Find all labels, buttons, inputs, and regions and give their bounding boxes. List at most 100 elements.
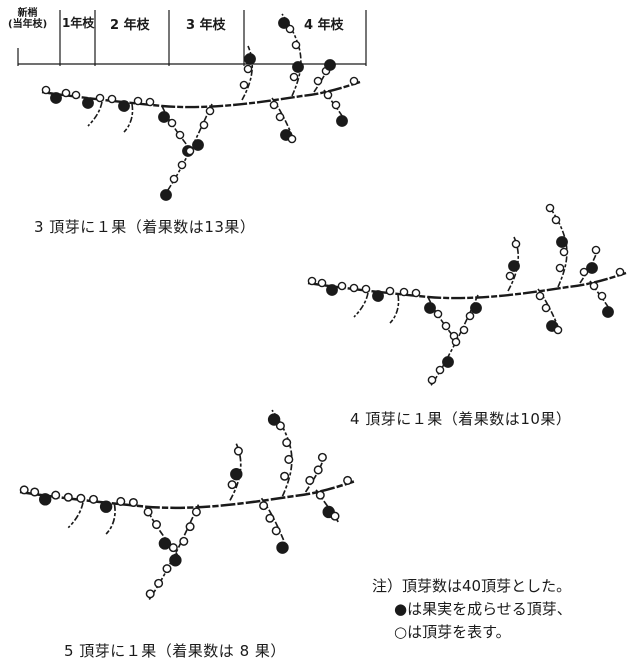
note-line-1: 注）頂芽数は40頂芽とした。 bbox=[372, 577, 572, 595]
lateral-branch bbox=[123, 103, 134, 133]
terminal-bud-mark bbox=[179, 536, 189, 546]
terminal-bud-mark bbox=[51, 490, 61, 500]
terminal-bud-mark bbox=[162, 564, 172, 574]
terminal-bud-mark bbox=[280, 471, 290, 481]
terminal-bud-mark bbox=[385, 286, 395, 296]
terminal-bud-mark bbox=[597, 291, 607, 301]
terminal-bud-mark bbox=[76, 493, 86, 503]
year3-label: 3 年枝 bbox=[186, 18, 226, 33]
terminal-bud-mark bbox=[116, 496, 126, 506]
lateral-branch bbox=[147, 504, 200, 602]
terminal-bud-mark bbox=[545, 203, 555, 213]
terminal-bud-mark bbox=[591, 245, 601, 255]
fruit-bud-mark bbox=[99, 500, 113, 513]
age-scale-ticks bbox=[17, 10, 367, 66]
terminal-bud-mark bbox=[361, 284, 371, 294]
fruit-bud-mark bbox=[192, 139, 204, 151]
terminal-bud-mark bbox=[343, 475, 353, 485]
fruit-bud-mark bbox=[267, 413, 281, 426]
terminal-bud-mark bbox=[555, 263, 565, 273]
terminal-bud-mark bbox=[41, 85, 51, 95]
terminal-bud-mark bbox=[459, 325, 469, 335]
terminal-bud-mark bbox=[317, 278, 327, 288]
lateral-branch bbox=[429, 294, 479, 388]
terminal-bud-mark bbox=[559, 247, 569, 257]
terminal-bud-mark bbox=[259, 501, 269, 511]
terminal-bud-mark bbox=[88, 494, 99, 504]
terminal-bud-mark bbox=[205, 106, 215, 116]
lateral-branch bbox=[353, 292, 369, 318]
fruit-bud-mark bbox=[230, 467, 243, 481]
terminal-bud-mark bbox=[511, 239, 521, 249]
fruit-bud-mark bbox=[556, 236, 568, 248]
note-line-3: ○は頂芽を表す。 bbox=[394, 623, 511, 641]
branch-age-scale: 新梢 (当年枝) 1年枝 2 年枝 3 年枝 4 年枝 bbox=[8, 8, 368, 66]
lateral-branch bbox=[105, 504, 116, 535]
terminal-bud-mark bbox=[19, 485, 29, 495]
terminal-bud-mark bbox=[399, 287, 409, 297]
terminal-bud-mark bbox=[435, 365, 445, 375]
terminal-bud-mark bbox=[271, 526, 281, 536]
terminal-bud-mark bbox=[285, 24, 295, 34]
terminal-bud-mark bbox=[349, 76, 359, 86]
terminal-bud-mark bbox=[427, 375, 437, 385]
terminal-bud-mark bbox=[535, 291, 545, 301]
terminal-bud-mark bbox=[441, 321, 451, 331]
fruit-bud-mark bbox=[158, 537, 172, 550]
caption-branch-2: 4 頂芽に１果（着果数は10果） bbox=[350, 410, 572, 428]
terminal-bud-mark bbox=[191, 507, 201, 517]
terminal-bud-mark bbox=[199, 120, 209, 130]
legend-note: 注）頂芽数は40頂芽とした。 ●は果実を成らせる頂芽、 ○は頂芽を表す。 bbox=[372, 575, 572, 644]
fruit-bud-mark bbox=[169, 554, 182, 567]
terminal-bud-mark bbox=[177, 160, 187, 170]
terminal-bud-mark bbox=[175, 130, 185, 140]
terminal-bud-mark bbox=[30, 487, 40, 497]
terminal-bud-mark bbox=[145, 589, 155, 599]
terminal-bud-mark bbox=[313, 465, 323, 475]
terminal-bud-mark bbox=[465, 311, 475, 321]
lateral-branch bbox=[547, 204, 568, 288]
terminal-bud-mark bbox=[337, 281, 347, 291]
note-line-2: ●は果実を成らせる頂芽、 bbox=[394, 600, 572, 618]
fruit-bud-mark bbox=[278, 17, 290, 29]
fruit-bud-mark bbox=[82, 97, 94, 109]
terminal-bud-mark bbox=[579, 267, 589, 277]
terminal-bud-mark bbox=[168, 543, 178, 553]
fruit-bud-mark bbox=[39, 493, 52, 506]
terminal-bud-mark bbox=[433, 309, 443, 319]
terminal-bud-mark bbox=[61, 88, 71, 98]
terminal-bud-mark bbox=[615, 267, 625, 277]
terminal-bud-mark bbox=[95, 93, 105, 103]
terminal-bud-mark bbox=[317, 452, 327, 462]
terminal-bud-mark bbox=[265, 513, 275, 523]
terminal-bud-mark bbox=[128, 497, 138, 508]
fruit-bud-mark bbox=[442, 356, 454, 368]
lateral-branch bbox=[87, 101, 103, 127]
terminal-bud-mark bbox=[269, 100, 279, 110]
terminal-bud-mark bbox=[331, 100, 341, 110]
lateral-branch bbox=[163, 103, 213, 197]
terminal-bud-mark bbox=[284, 454, 294, 464]
terminal-bud-mark bbox=[63, 492, 73, 502]
caption-branch-1: 3 頂芽に１果（着果数は13果） bbox=[34, 218, 256, 236]
year1-label: 1年枝 bbox=[62, 16, 95, 30]
terminal-bud-mark bbox=[307, 276, 317, 286]
terminal-bud-mark bbox=[323, 90, 333, 100]
terminal-bud-mark bbox=[185, 522, 195, 532]
terminal-bud-mark bbox=[551, 215, 561, 225]
fruit-bud-mark bbox=[336, 115, 348, 127]
terminal-bud-mark bbox=[287, 134, 297, 144]
fruit-bud-mark bbox=[276, 541, 289, 554]
fruit-bud-mark bbox=[158, 111, 170, 123]
lateral-branch bbox=[67, 502, 84, 529]
terminal-bud-mark bbox=[233, 446, 243, 456]
terminal-bud-mark bbox=[107, 94, 117, 104]
terminal-bud-mark bbox=[239, 80, 249, 90]
fruit-bud-mark bbox=[292, 61, 304, 73]
fruit-bud-mark bbox=[160, 189, 172, 201]
terminal-bud-mark bbox=[505, 271, 515, 281]
fruit-bud-mark bbox=[470, 302, 482, 314]
terminal-bud-mark bbox=[330, 511, 340, 521]
